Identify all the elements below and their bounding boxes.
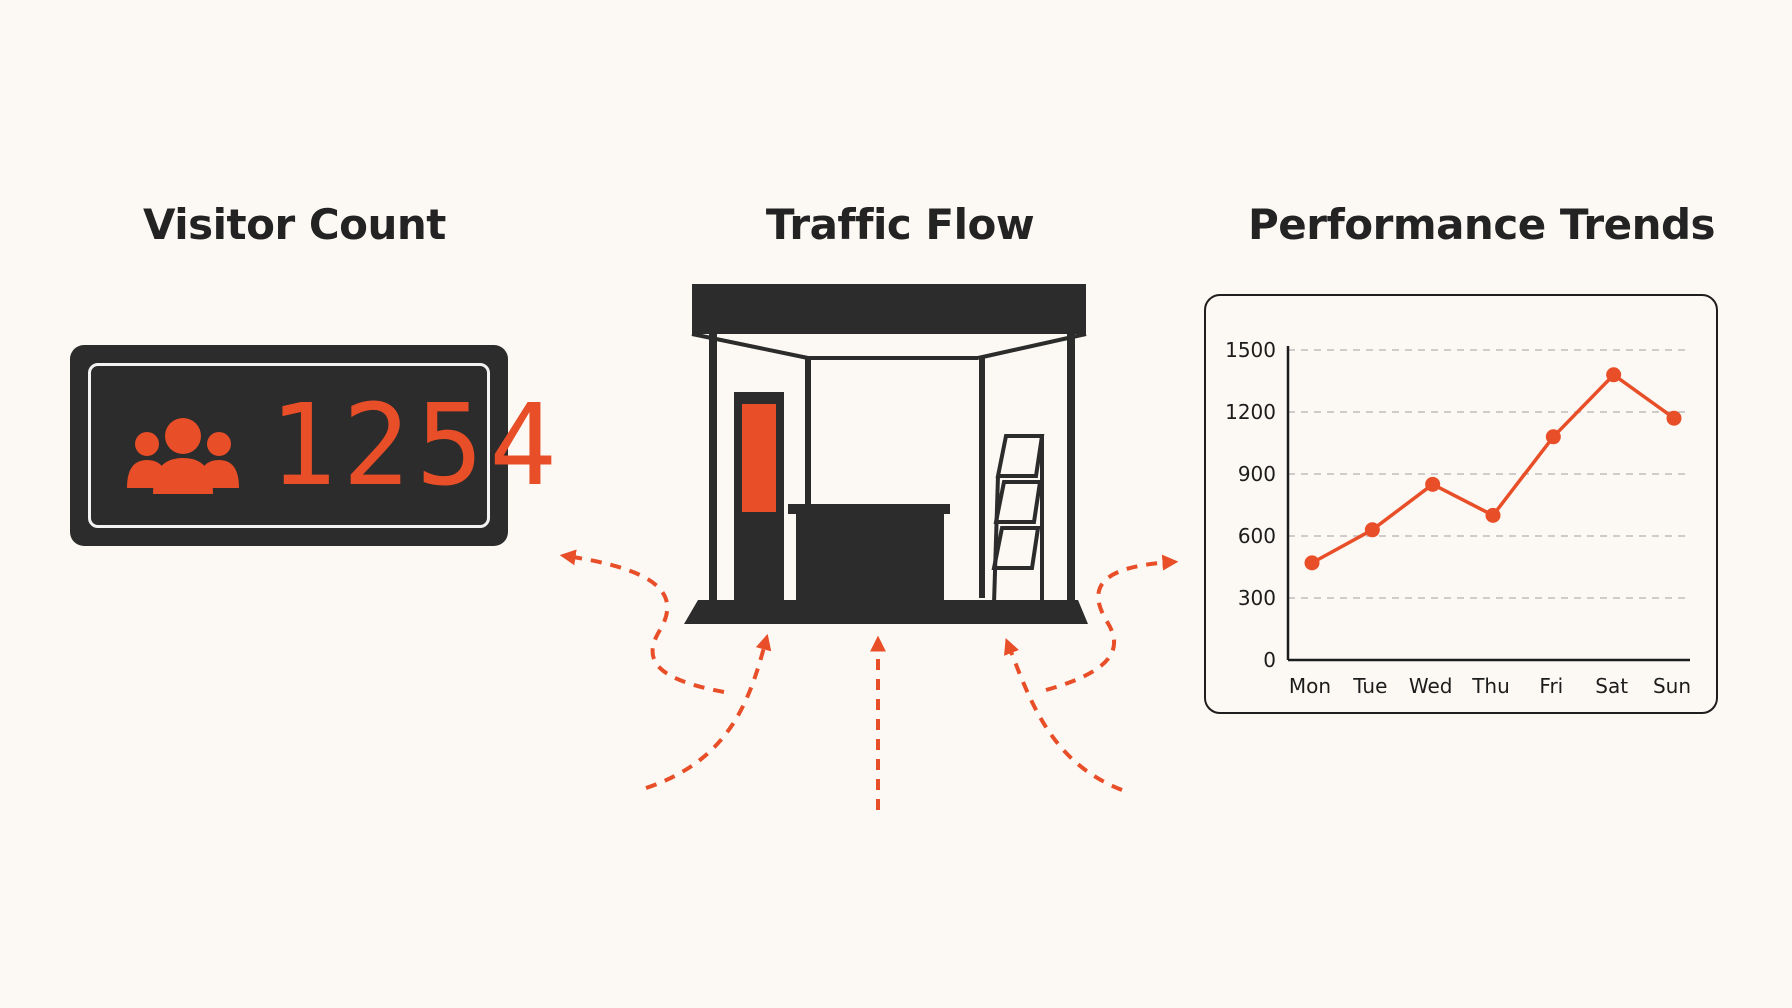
- x-tick-label: Sat: [1595, 674, 1628, 698]
- x-tick-label: Fri: [1539, 674, 1563, 698]
- visitor-count-value: 1254: [269, 381, 563, 511]
- traffic-arrow-enter-right: [1004, 638, 1123, 792]
- brochure-rack: [986, 434, 1050, 614]
- chart-axes: [1286, 346, 1690, 662]
- traffic-arrow-exit-right: [1045, 554, 1179, 692]
- chart-gridlines: [1288, 349, 1690, 599]
- y-tick-label: 300: [1238, 586, 1276, 610]
- exhibition-booth: [684, 284, 1088, 624]
- performance-line-chart: 0 300 600 900 1200 1500 Mon Tue Wed Thu Fri Sat Sun: [1225, 338, 1691, 698]
- data-point: [1304, 555, 1320, 571]
- visitor-counter-display: 1254: [70, 345, 557, 546]
- data-point: [1485, 507, 1501, 523]
- y-tick-label: 0: [1263, 648, 1276, 672]
- traffic-arrow-enter-left: [645, 633, 772, 790]
- y-tick-label: 1500: [1225, 338, 1276, 362]
- x-tick-label: Tue: [1352, 674, 1387, 698]
- x-tick-label: Thu: [1471, 674, 1510, 698]
- counter-screen: 1254: [88, 363, 557, 528]
- series-line: [1311, 373, 1676, 565]
- data-point: [1666, 410, 1682, 426]
- y-tick-label: 1200: [1225, 400, 1276, 424]
- visitor-count-heading: Visitor Count: [143, 200, 446, 249]
- traffic-flow-heading: Traffic Flow: [765, 200, 1035, 249]
- x-tick-label: Sun: [1653, 674, 1691, 698]
- data-point: [1425, 476, 1441, 492]
- x-tick-label: Wed: [1409, 674, 1453, 698]
- data-point: [1545, 429, 1561, 445]
- performance-chart-card: 0 300 600 900 1200 1500 Mon Tue Wed Thu Fri Sat Sun: [1204, 294, 1718, 714]
- y-axis-ticks: 0 300 600 900 1200 1500: [1225, 338, 1276, 672]
- data-point: [1606, 367, 1622, 383]
- chart-series: [1304, 367, 1682, 571]
- y-tick-label: 600: [1238, 524, 1276, 548]
- x-tick-label: Mon: [1289, 674, 1331, 698]
- traffic-arrow-exit-left: [559, 549, 725, 694]
- performance-trends-heading: Performance Trends: [1248, 200, 1716, 249]
- x-axis-ticks: Mon Tue Wed Thu Fri Sat Sun: [1289, 674, 1691, 698]
- display-screen: [742, 404, 776, 512]
- people-group-icon: [127, 418, 239, 494]
- data-point: [1364, 522, 1380, 538]
- y-tick-label: 900: [1238, 462, 1276, 486]
